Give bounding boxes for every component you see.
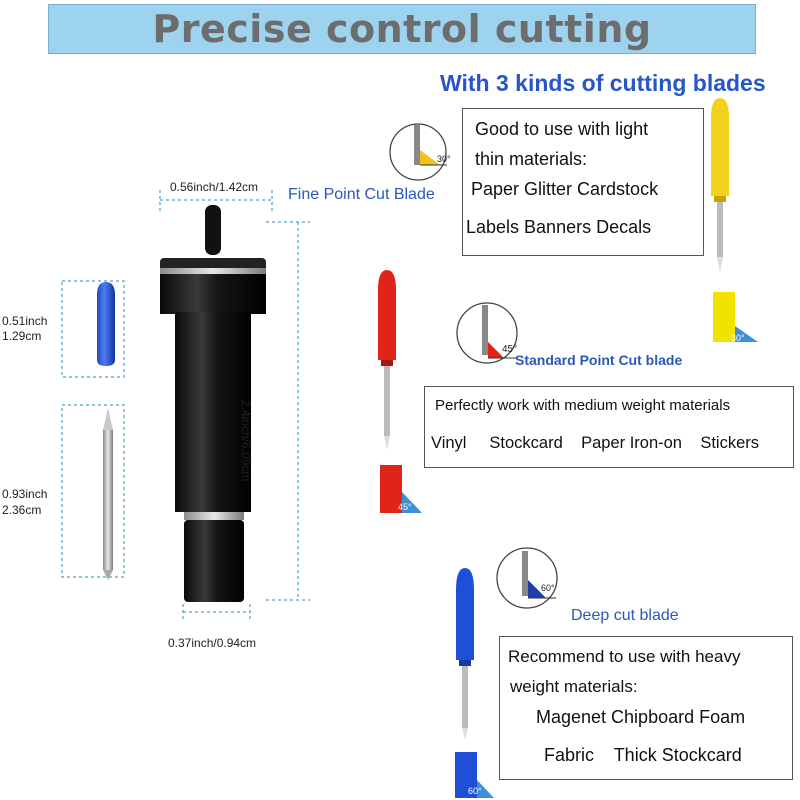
fine-line-1: Good to use with light bbox=[475, 119, 649, 139]
deep-line-3: Magenet Chipboard Foam bbox=[536, 707, 746, 727]
standard-blade-title: Standard Point Cut blade bbox=[515, 352, 683, 368]
cap-length-cm: 1.29cm bbox=[2, 329, 42, 343]
deep-blade-title: Deep cut blade bbox=[571, 607, 679, 624]
deep-angle-icon bbox=[496, 547, 558, 609]
blade-length-cm: 2.36cm bbox=[2, 503, 42, 517]
deep-angle-label: 60° bbox=[541, 583, 555, 593]
blue-blade bbox=[455, 568, 494, 798]
fine-swatch-angle: 30° bbox=[731, 333, 745, 343]
deep-blade-description: Recommend to use with heavy weight mater… bbox=[499, 636, 793, 780]
housing-width-label: 0.56inch/1.42cm bbox=[170, 180, 259, 194]
fine-line-2: thin materials: bbox=[475, 149, 588, 169]
deep-line-4: Fabric Thick Stockcard bbox=[544, 745, 742, 765]
deep-line-1: Recommend to use with heavy bbox=[508, 647, 741, 666]
fine-angle-icon bbox=[389, 123, 447, 181]
fine-angle-label: 30° bbox=[437, 154, 451, 164]
fine-line-4: Labels Banners Decals bbox=[466, 217, 652, 237]
cap-length-in: 0.51inch bbox=[2, 314, 48, 328]
standard-line-1: Perfectly work with medium weight materi… bbox=[435, 397, 731, 414]
standard-angle-icon bbox=[456, 302, 518, 364]
blade-length-in: 0.93inch bbox=[2, 487, 48, 501]
page-title: Precise control cutting bbox=[152, 7, 652, 51]
deep-line-2: weight materials: bbox=[510, 677, 638, 696]
standard-angle-label: 45° bbox=[502, 344, 518, 355]
standard-blade-description: Perfectly work with medium weight materi… bbox=[424, 386, 794, 468]
yellow-blade bbox=[711, 98, 758, 342]
standard-swatch-angle: 45° bbox=[398, 502, 412, 512]
red-blade bbox=[378, 270, 422, 513]
title-banner: Precise control cutting bbox=[48, 4, 756, 54]
fine-blade-description: Good to use with light thin materials: P… bbox=[462, 108, 704, 256]
tip-width-label: 0.37inch/0.94cm bbox=[168, 636, 257, 650]
standard-line-2: Vinyl Stockcard Paper Iron-on Stickers bbox=[431, 434, 759, 452]
subtitle: With 3 kinds of cutting blades bbox=[440, 70, 766, 96]
fine-blade-title: Fine Point Cut Blade bbox=[288, 186, 435, 203]
fine-line-3: Paper Glitter Cardstock bbox=[471, 179, 659, 199]
deep-swatch-angle: 60° bbox=[468, 786, 482, 796]
